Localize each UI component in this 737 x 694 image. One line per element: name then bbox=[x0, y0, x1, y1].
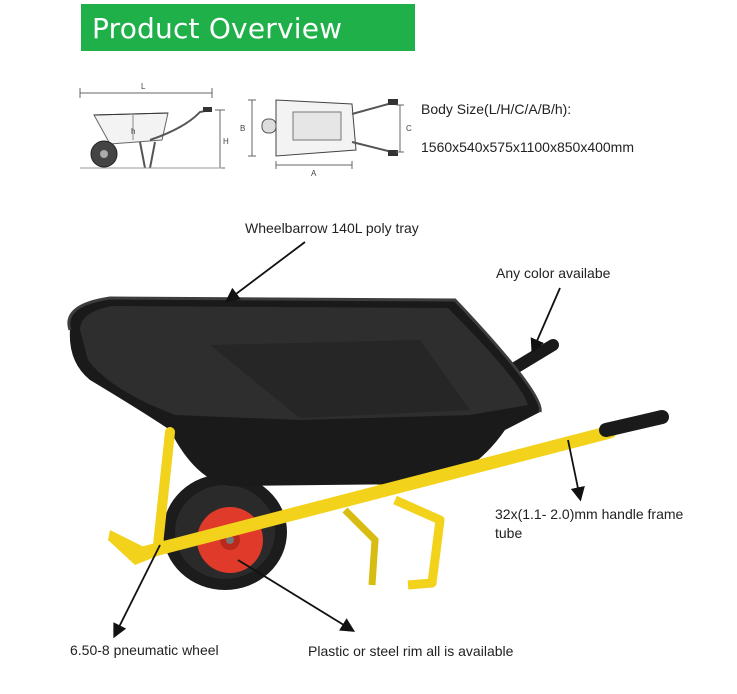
rim-arrow bbox=[237, 559, 356, 632]
side-view-drawing bbox=[79, 88, 225, 169]
spec-label: Body Size(L/H/C/A/B/h): bbox=[421, 101, 572, 117]
front-handle-grip bbox=[599, 410, 669, 437]
dim-label-A: A bbox=[311, 169, 317, 178]
dim-label-C: C bbox=[406, 124, 412, 133]
spec-value: 1560x540x575x1100x850x400mm bbox=[421, 139, 635, 155]
front-leg bbox=[342, 507, 379, 586]
callout-tray: Wheelbarrow 140L poly tray bbox=[245, 220, 419, 236]
dim-label-L: L bbox=[141, 82, 146, 91]
front-handle-bar bbox=[128, 425, 617, 562]
front-brace bbox=[153, 427, 175, 550]
dim-label-B: B bbox=[240, 124, 245, 133]
top-view-drawing bbox=[248, 99, 404, 169]
rear-leg bbox=[393, 495, 445, 590]
callout-wheel: 6.50-8 pneumatic wheel bbox=[70, 642, 219, 658]
rear-handle-grip bbox=[509, 339, 559, 374]
callout-frame-line1: 32x(1.1- 2.0)mm handle frame bbox=[495, 506, 684, 522]
dim-label-h: h bbox=[131, 127, 135, 136]
wheel-arrow bbox=[113, 544, 161, 639]
nose-guard bbox=[108, 530, 160, 565]
color-arrow bbox=[530, 287, 561, 354]
callout-color: Any color availabe bbox=[496, 265, 611, 281]
callout-frame-line2: tube bbox=[495, 525, 523, 541]
dim-label-H: H bbox=[223, 137, 229, 146]
frame-arrow bbox=[567, 439, 585, 502]
title-banner: Product Overview bbox=[81, 4, 415, 51]
tray-arrow bbox=[225, 241, 306, 303]
callout-rim: Plastic or steel rim all is available bbox=[308, 643, 514, 659]
page-title: Product Overview bbox=[92, 12, 343, 45]
wheelbarrow-illustration bbox=[67, 296, 669, 590]
